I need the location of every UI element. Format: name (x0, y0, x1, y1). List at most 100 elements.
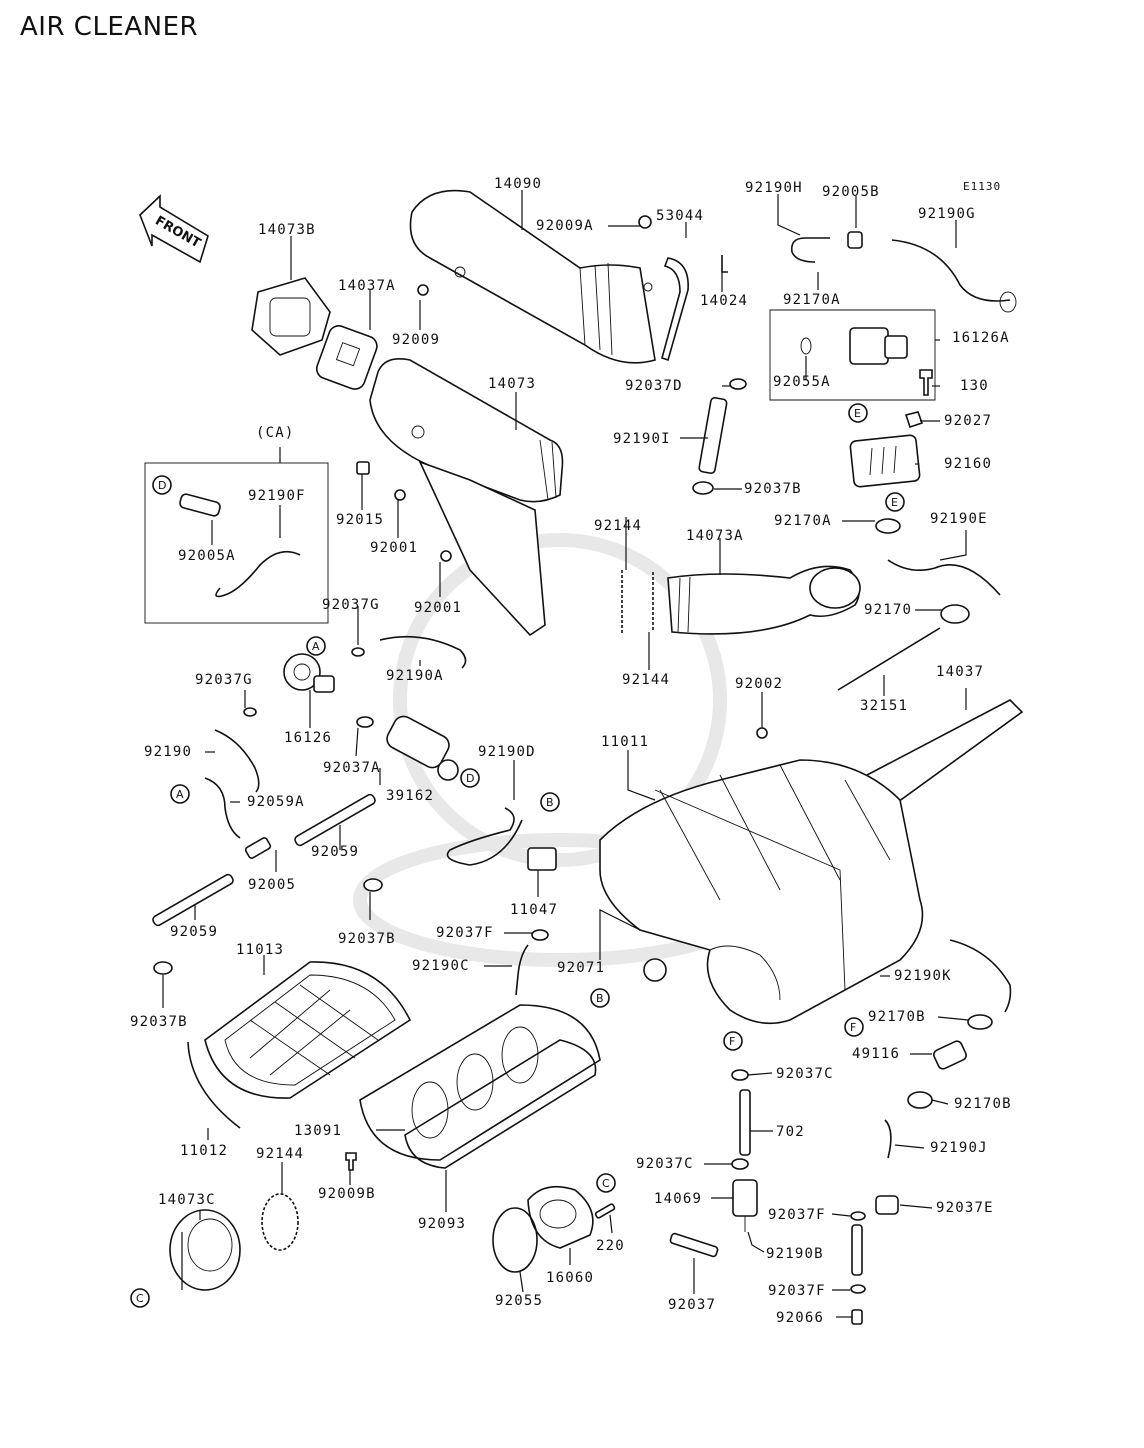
label-92170b-b: 92170B (954, 1096, 1012, 1112)
leader-lines (162, 190, 969, 1318)
valve-assembly-16126a (769, 309, 936, 401)
label-92160: 92160 (944, 456, 992, 472)
label-92055a: 92055A (773, 374, 831, 390)
gasket-92093 (404, 1039, 597, 1169)
label-92037e: 92037E (936, 1200, 994, 1216)
pin-14024 (721, 255, 728, 273)
svg-text:F: F (850, 1021, 856, 1034)
label-92190a: 92190A (386, 668, 444, 684)
label-92093: 92093 (418, 1216, 466, 1232)
label-92005: 92005 (248, 877, 296, 893)
plug-92066 (851, 1309, 863, 1325)
label-16126: 16126 (284, 730, 332, 746)
label-14024: 14024 (700, 293, 748, 309)
hose-702 (739, 1089, 751, 1156)
label-92190e: 92190E (930, 511, 988, 527)
valve-16126 (283, 653, 335, 693)
label-130: 130 (960, 378, 989, 394)
label-92066: 92066 (776, 1310, 824, 1326)
screw-92001-b (440, 550, 452, 562)
hose-92190h (790, 237, 830, 263)
clamp-92170b-b (907, 1091, 933, 1109)
label-11012: 11012 (180, 1143, 228, 1159)
label-92001-b: 92001 (414, 600, 462, 616)
label-ca: (CA) (256, 425, 295, 441)
label-14073a: 14073A (686, 528, 744, 544)
hose-92190 (214, 729, 260, 793)
hose-92059a (204, 777, 241, 839)
clamp-92037a (356, 716, 374, 728)
pipe-32151 (837, 627, 941, 691)
svg-text:F: F (729, 1035, 735, 1048)
clamp-92170a-b (875, 518, 901, 534)
label-92009: 92009 (392, 332, 440, 348)
band-92144 (261, 1193, 299, 1251)
label-53044: 53044 (656, 208, 704, 224)
grommet-92071 (643, 958, 667, 982)
label-92190c: 92190C (412, 958, 470, 974)
clamp-92037f-b (850, 1211, 866, 1221)
hose-92190b (851, 1224, 863, 1276)
ca-inset-box (144, 462, 329, 624)
hose-92190i (698, 397, 728, 474)
clamp-92037g-a (351, 647, 365, 657)
screw-220 (594, 1203, 616, 1219)
ref-b-1: B (540, 792, 560, 812)
label-92190i: 92190I (613, 431, 671, 447)
label-92170b-a: 92170B (868, 1009, 926, 1025)
clamp-92037c-b (731, 1158, 749, 1170)
clamp-92037b-a (692, 481, 714, 495)
label-14073: 14073 (488, 376, 536, 392)
label-92055: 92055 (495, 1293, 543, 1309)
ref-d-1: D (152, 475, 172, 495)
screw-92009 (417, 284, 429, 296)
svg-text:B: B (546, 796, 554, 809)
ref-b-2: B (590, 988, 610, 1008)
hose-92190k (949, 939, 1012, 1013)
label-92144-a: 92144 (594, 518, 642, 534)
label-92190: 92190 (144, 744, 192, 760)
ref-f-2: F (723, 1031, 743, 1051)
label-11013: 11013 (236, 942, 284, 958)
ref-c-1: C (596, 1173, 616, 1193)
svg-text:D: D (466, 772, 474, 785)
ref-e-2: E (885, 492, 905, 512)
label-49116: 49116 (852, 1046, 900, 1062)
label-92144-c: 92144 (256, 1146, 304, 1162)
bolt-92009b (345, 1152, 357, 1171)
label-92190g: 92190G (918, 206, 976, 222)
seal-11012 (187, 1041, 241, 1129)
label-16060: 16060 (546, 1270, 594, 1286)
label-92037f-a: 92037F (436, 925, 494, 941)
label-92027: 92027 (944, 413, 992, 429)
label-220: 220 (596, 1238, 625, 1254)
label-11011: 11011 (601, 734, 649, 750)
label-92009b: 92009B (318, 1186, 376, 1202)
clamp-92037f-a (531, 929, 549, 941)
label-14090: 14090 (494, 176, 542, 192)
label-92170: 92170 (864, 602, 912, 618)
label-92190f: 92190F (248, 488, 306, 504)
screw-92002 (756, 727, 768, 739)
ref-c-2: C (130, 1288, 150, 1308)
label-92170a: 92170A (783, 292, 841, 308)
label-92190b: 92190B (766, 1246, 824, 1262)
label-92005b: 92005B (822, 184, 880, 200)
clamp-92037g-b (243, 707, 257, 717)
clamp-92037f-c (850, 1284, 866, 1294)
filter-element-11013 (204, 961, 412, 1099)
valve-49116 (933, 1040, 967, 1070)
label-13091: 13091 (294, 1123, 342, 1139)
front-arrow-icon: FRONT (139, 194, 209, 264)
label-92005a: 92005A (178, 548, 236, 564)
tube-92059-b (152, 873, 234, 927)
label-92015: 92015 (336, 512, 384, 528)
label-92059-a: 92059 (311, 844, 359, 860)
plate-13091 (359, 1004, 601, 1161)
label-92001-a: 92001 (370, 540, 418, 556)
label-92037: 92037 (668, 1297, 716, 1313)
bolt-130 (919, 369, 933, 396)
svg-text:E: E (891, 496, 898, 509)
bracket-92160 (849, 434, 921, 488)
